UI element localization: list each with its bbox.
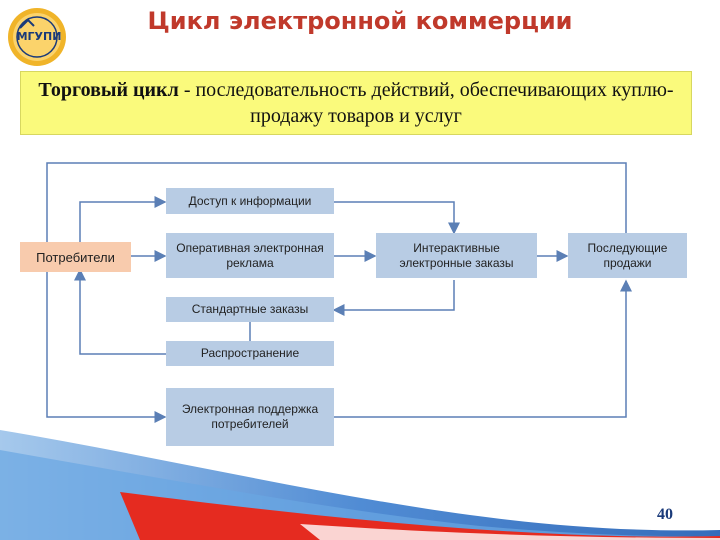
logo-label: МГУПИ — [16, 30, 62, 43]
node-interactive-orders: Интерактивные электронные заказы — [376, 233, 537, 278]
node-consumers: Потребители — [20, 242, 131, 272]
connector-consumers-support — [46, 270, 167, 423]
node-customer-support: Электронная поддержка потребителей — [166, 388, 334, 446]
node-distribution: Распространение — [166, 341, 334, 366]
definition-text: - последовательность действий, обеспечив… — [178, 79, 674, 127]
connector-info-orders — [334, 201, 460, 235]
page-number: 40 — [657, 506, 673, 523]
definition-box: Торговый цикл - последовательность дейст… — [20, 71, 692, 135]
connector-orders-standard — [332, 280, 455, 316]
connector-outer-loop — [46, 162, 627, 248]
connector-distribution-consumers — [74, 268, 166, 355]
node-info-access: Доступ к информации — [166, 188, 334, 214]
definition-term: Торговый цикл — [38, 79, 179, 101]
connector-consumers-info — [79, 196, 167, 248]
page-title: Цикл электронной коммерции — [147, 7, 573, 35]
connector-support-aftersales — [334, 279, 632, 418]
university-logo — [8, 8, 66, 66]
node-after-sales: Последующие продажи — [568, 233, 687, 278]
node-online-ads: Оперативная электронная реклама — [166, 233, 334, 278]
node-standard-orders: Стандартные заказы — [166, 297, 334, 322]
